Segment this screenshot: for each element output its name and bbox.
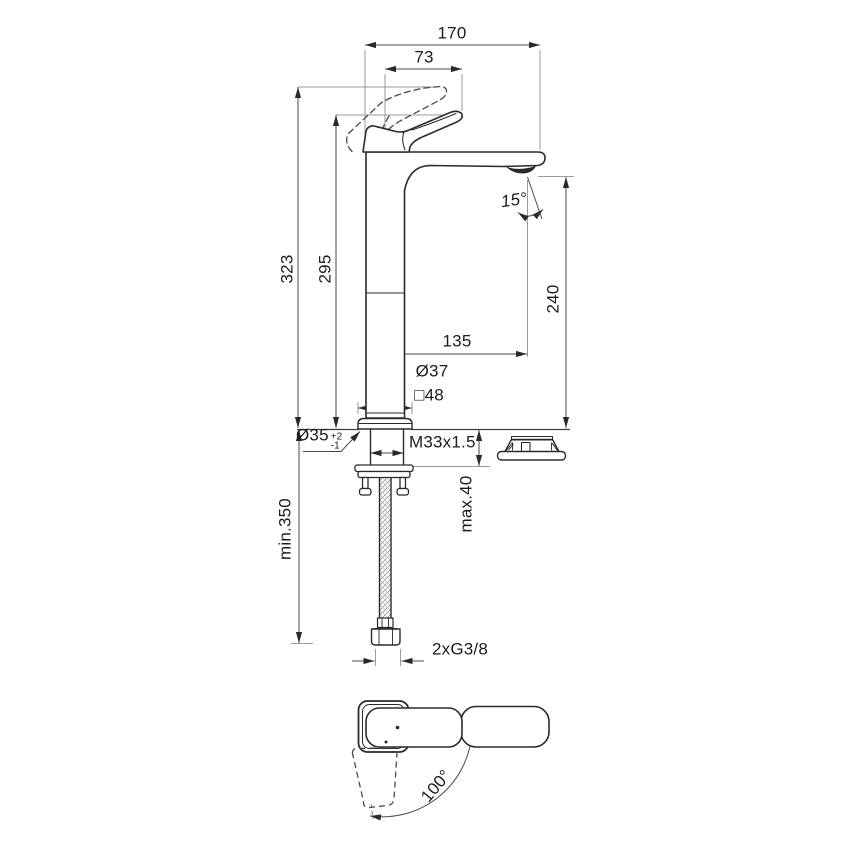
lever-plan: [460, 705, 550, 748]
handle-swivelled-dashed: [351, 746, 398, 809]
dim-label-spout-reach: 135: [442, 331, 472, 351]
dim-label-max-deck-thickness: max.40: [456, 475, 476, 533]
dim-label-outlet-height: 240: [543, 284, 563, 314]
dim-label-height-handle-raised: 323: [277, 254, 297, 284]
base-gasket-section: [496, 435, 567, 461]
dim-label-body-diameter: Ø37: [415, 361, 449, 381]
hole-diameter-tolerance: +2-1: [330, 431, 343, 452]
handle-side: [362, 110, 464, 153]
hose-nut: [370, 628, 401, 646]
faucet-side-view: [346, 85, 546, 646]
dim-label-handle-length: 73: [414, 47, 434, 67]
dim-label-outlet-angle: 15°: [499, 188, 529, 212]
dim-label-shank-thread: M33x1.5: [409, 432, 476, 452]
handle-cap-plan: [365, 707, 463, 748]
reference-lines: [291, 50, 574, 820]
faucet-plan-view: [351, 700, 550, 809]
aerator-outlet: [506, 166, 536, 174]
dim-label-base-square: □48: [414, 385, 444, 405]
dim-label-min-hose-length: min.350: [275, 498, 295, 560]
dim-label-hose-connections: 2xG3/8: [432, 639, 489, 659]
hole-diameter-value: Ø35: [296, 425, 329, 445]
tolerance-lower: -1: [330, 440, 340, 452]
tolerance-upper: +2: [330, 431, 343, 443]
dim-label-hole-diameter: Ø35+2-1: [296, 427, 342, 452]
supply-hose: [370, 477, 401, 646]
dim-label-total-width: 170: [437, 23, 467, 43]
dim-label-height-handle-rest: 295: [315, 254, 335, 284]
mounting-hardware: [354, 464, 414, 496]
